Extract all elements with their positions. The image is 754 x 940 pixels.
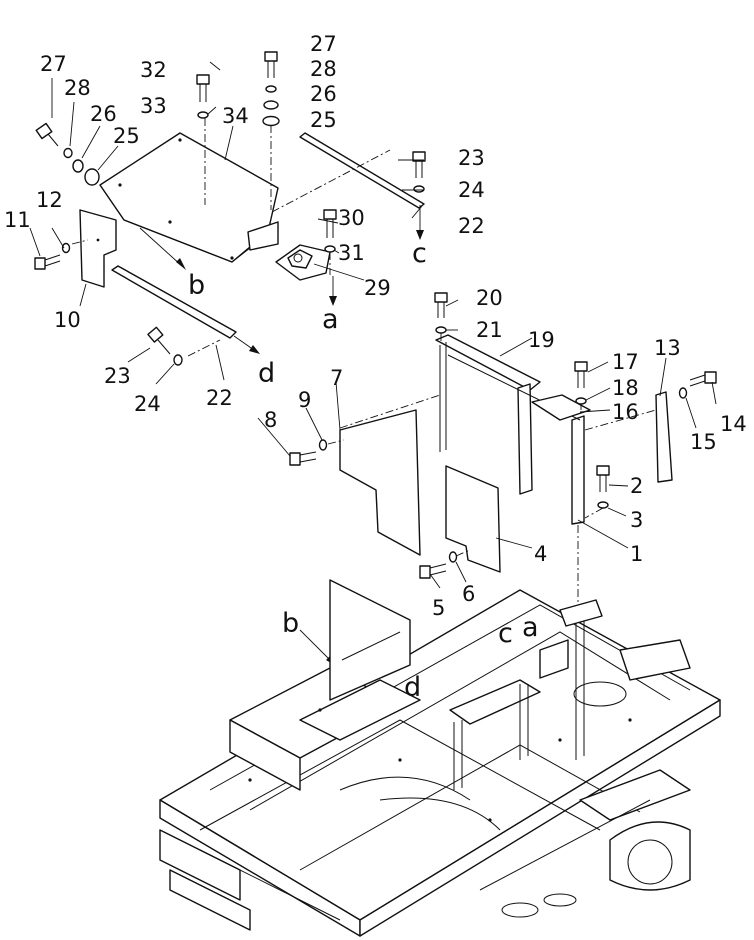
callout-7: 7 [330,366,344,390]
callout-21: 21 [476,318,503,342]
washer-6 [448,551,458,563]
plate-16 [531,394,591,421]
washer-28-left [63,147,73,159]
callout-14: 14 [720,412,747,436]
main-frame [159,579,721,937]
callout-30: 30 [338,206,365,230]
ref-c-frame: c [498,618,513,649]
bolt-27-right [264,51,278,78]
callout-8: 8 [264,408,278,432]
washer-24-left [173,354,183,366]
callout-15: 15 [690,430,717,454]
arrow-c-top [416,205,424,240]
ref-d-frame: d [404,672,422,703]
ref-b-top: b [188,270,206,301]
callout-4: 4 [534,542,548,566]
callout-28-right: 28 [310,57,337,81]
leader-lines [29,61,717,589]
callout-19: 19 [528,328,555,352]
callout-3: 3 [630,508,644,532]
bolt-23-right [412,151,426,178]
callout-5: 5 [432,596,446,620]
bolt-20 [434,292,448,318]
washer-9 [318,439,328,451]
callout-1: 1 [630,542,644,566]
callout-27-left: 27 [40,52,67,76]
frame-19 [435,334,585,525]
bolt-11 [34,254,61,270]
callout-11: 11 [4,208,31,232]
callout-24-right: 24 [458,178,485,202]
callout-6: 6 [462,582,476,606]
bolt-23-left [147,326,171,355]
washer-31 [324,245,336,253]
panel-7 [339,409,421,556]
washer-15 [678,387,688,399]
callout-22-right: 22 [458,214,485,238]
panel-4 [445,465,501,573]
assembly-lines [71,118,657,615]
bolt-17 [574,361,588,388]
ref-a-frame: a [522,612,539,643]
callout-32: 32 [140,58,167,82]
rod-22-right [299,132,425,209]
washer-21 [435,326,447,334]
callout-27-right: 27 [310,32,337,56]
callout-22-left: 22 [206,386,233,410]
washer-25-right [262,115,280,127]
callout-10: 10 [54,308,81,332]
callout-23-left: 23 [104,364,131,388]
callout-20: 20 [476,286,503,310]
callout-9: 9 [298,388,312,412]
bolt-2 [596,465,610,492]
ref-d-top: d [258,358,276,389]
cover-13 [655,391,673,483]
bolt-5 [419,563,447,579]
washer-25-left [84,168,100,186]
callout-24-left: 24 [134,392,161,416]
arrow-b-top [139,227,186,270]
bolt-30 [323,209,337,238]
rod-22-left [111,265,237,339]
arrow-a-top [329,276,337,306]
washer-12 [61,242,71,254]
top-cover-34 [99,132,279,263]
ref-c-top: c [412,238,427,269]
callout-17: 17 [612,350,639,374]
washer-3 [597,501,609,509]
washer-28-right [265,85,277,93]
callout-26-right: 26 [310,82,337,106]
bracket-29 [275,244,331,281]
arrow-d-top [233,335,260,354]
callout-29: 29 [364,276,391,300]
bolt-8 [289,451,317,466]
callout-2: 2 [630,474,644,498]
callout-26-left: 26 [90,102,117,126]
callout-33: 33 [140,94,167,118]
bolt-14 [689,371,717,387]
callout-31: 31 [338,241,365,265]
callout-25-left: 25 [113,124,140,148]
washer-24-right [413,185,425,193]
callout-12: 12 [36,188,63,212]
callout-13: 13 [654,336,681,360]
washer-26-left [72,159,84,173]
callout-18: 18 [612,376,639,400]
washer-26-right [263,100,279,110]
ref-b-frame: b [282,608,300,639]
side-plate-10 [79,209,117,288]
ref-a-top: a [322,304,339,335]
callout-23-right: 23 [458,146,485,170]
bolt-32 [196,74,210,102]
washer-33 [197,111,209,119]
callout-34: 34 [222,104,249,128]
callout-16: 16 [612,400,639,424]
callout-28-left: 28 [64,76,91,100]
bolt-27-left [35,122,59,147]
callout-25-right: 25 [310,108,337,132]
